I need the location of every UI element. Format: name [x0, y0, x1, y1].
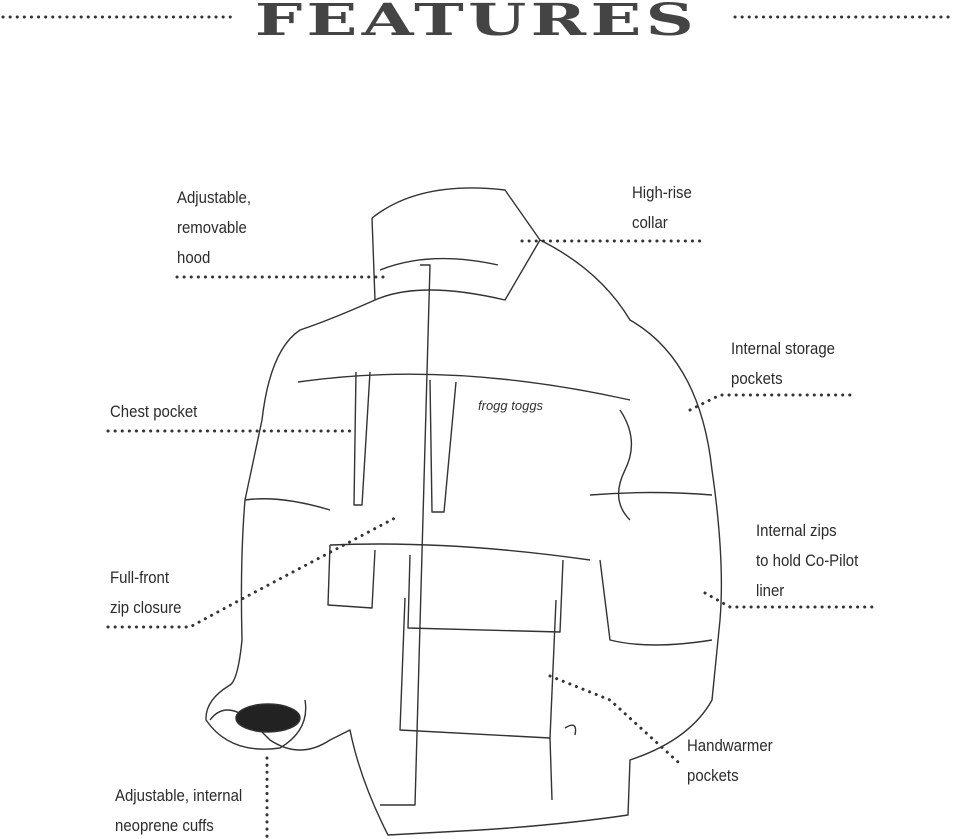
callout-handwarmer: Handwarmer pockets [687, 731, 773, 791]
callout-text: neoprene cuffs [115, 816, 214, 835]
callout-text: Chest pocket [110, 402, 198, 421]
callout-hood: Adjustable, removable hood [177, 183, 251, 273]
callout-collar: High-rise collar [632, 178, 692, 238]
callout-text: zip closure [110, 598, 182, 617]
leader-handwarmer [548, 674, 680, 764]
callout-text: pockets [731, 369, 783, 388]
callout-text: liner [756, 581, 785, 600]
callout-internal-zips: Internal zips to hold Co-Pilot liner [756, 516, 858, 606]
callout-text: Full-front [110, 568, 170, 587]
callout-text: Internal zips [756, 521, 837, 540]
callout-text: Handwarmer [687, 736, 773, 755]
callout-text: hood [177, 248, 211, 267]
callout-text: High-rise [632, 183, 692, 202]
leader-front-zip [106, 516, 397, 629]
leader-internal-zips [703, 591, 877, 609]
callout-chest-pocket: Chest pocket [110, 397, 197, 427]
callout-front-zip: Full-front zip closure [110, 563, 182, 623]
leader-storage-pockets [688, 393, 852, 412]
jacket-outline [205, 187, 723, 836]
callout-text: collar [632, 213, 668, 232]
callout-text: Adjustable, internal [115, 786, 243, 805]
callout-storage-pockets: Internal storage pockets [731, 334, 835, 394]
callout-text: Internal storage [731, 339, 835, 358]
callout-text: pockets [687, 766, 739, 785]
callout-text: Adjustable, [177, 188, 252, 207]
callout-cuffs: Adjustable, internal neoprene cuffs [115, 781, 242, 839]
brand-logo: frogg toggs [478, 398, 544, 413]
callout-text: removable [177, 218, 247, 237]
callout-text: to hold Co-Pilot [756, 551, 859, 570]
page-title: FEATURES [254, 0, 699, 46]
